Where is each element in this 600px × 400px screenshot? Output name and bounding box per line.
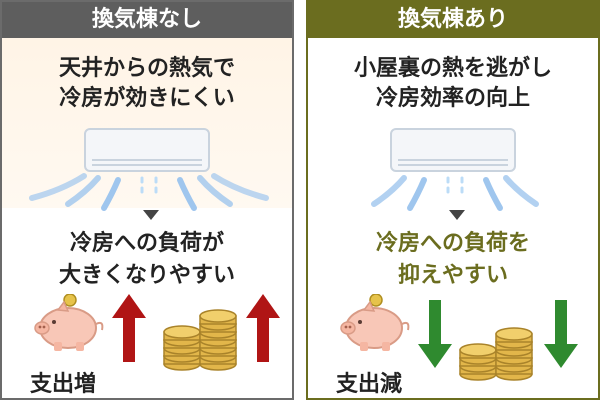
airflow-icon bbox=[371, 175, 539, 211]
load-message-line: 冷房への負荷が bbox=[69, 231, 224, 256]
panel-without-ventilation: 換気棟なし 天井からの熱気で 冷房が効きにくい 冷房へ bbox=[0, 0, 294, 400]
coin-stack-icon bbox=[459, 327, 533, 381]
piggy-bank-icon bbox=[34, 294, 104, 351]
expense-label: 支出減 bbox=[336, 372, 403, 397]
down-arrow-icon bbox=[544, 300, 578, 368]
air-conditioner-icon bbox=[84, 128, 210, 172]
headline-background bbox=[308, 38, 598, 208]
panel-header: 換気棟なし bbox=[2, 2, 292, 38]
headline-line: 冷房が効きにくい bbox=[59, 86, 235, 111]
load-message: 冷房への負荷を 抑えやすい bbox=[308, 228, 598, 292]
load-message: 冷房への負荷が 大きくなりやすい bbox=[2, 228, 292, 292]
headline: 小屋裏の熱を逃がし 冷房効率の向上 bbox=[308, 54, 598, 114]
up-arrow-icon bbox=[112, 294, 146, 362]
load-message-line: 抑えやすい bbox=[397, 263, 508, 288]
panel-header: 換気棟あり bbox=[308, 2, 598, 38]
load-message-line: 大きくなりやすい bbox=[58, 263, 235, 288]
down-pointer-icon bbox=[143, 210, 159, 220]
panel-with-ventilation: 換気棟あり 小屋裏の熱を逃がし 冷房効率の向上 冷房への負荷を 抑えやすい bbox=[306, 0, 600, 400]
piggy-bank-icon bbox=[340, 294, 410, 351]
airflow-icon bbox=[29, 173, 269, 211]
down-arrow-icon bbox=[418, 300, 452, 368]
air-conditioner-icon bbox=[390, 128, 516, 172]
headline-line: 小屋裏の熱を逃がし bbox=[353, 56, 552, 81]
headline-background bbox=[2, 38, 292, 208]
down-pointer-icon bbox=[449, 210, 465, 220]
load-message-line: 冷房への負荷を bbox=[375, 231, 530, 256]
up-arrow-icon bbox=[246, 294, 280, 362]
headline: 天井からの熱気で 冷房が効きにくい bbox=[2, 54, 292, 114]
coin-stack-icon bbox=[163, 309, 237, 371]
headline-line: 冷房効率の向上 bbox=[375, 86, 530, 111]
headline-line: 天井からの熱気で bbox=[58, 56, 235, 81]
expense-label: 支出増 bbox=[30, 372, 97, 397]
